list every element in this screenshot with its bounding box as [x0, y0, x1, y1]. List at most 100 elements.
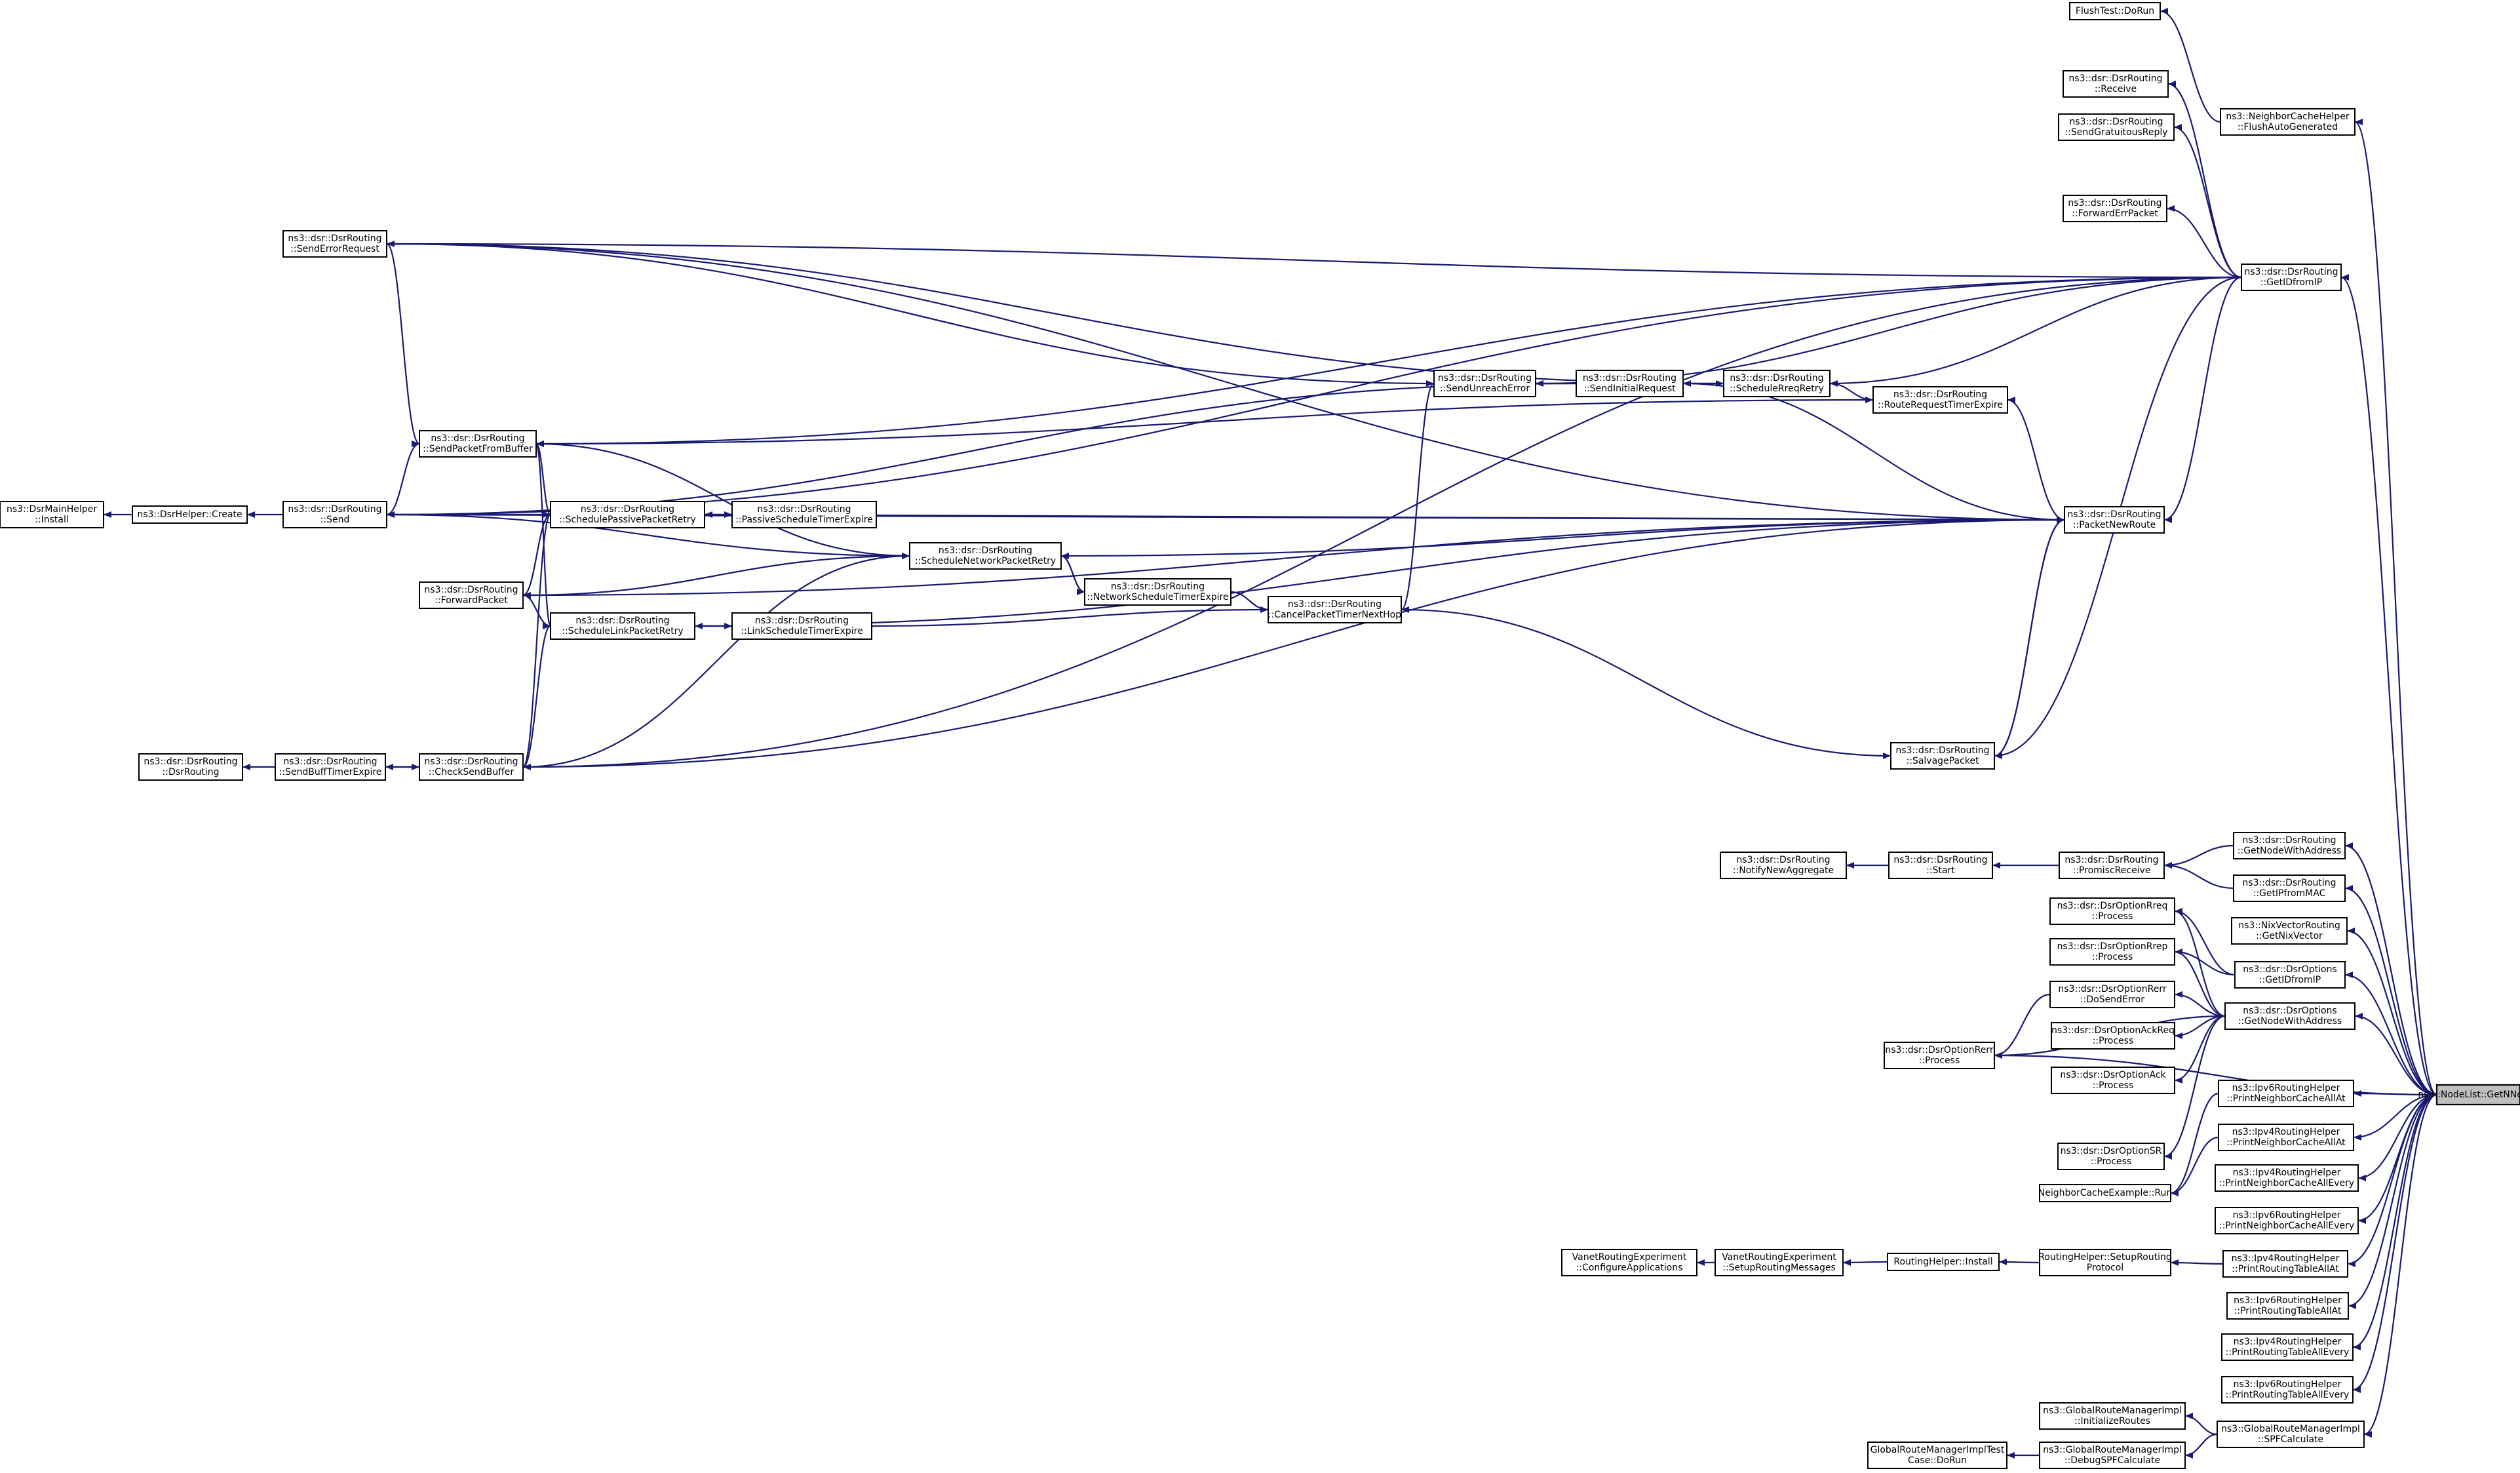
- node-label: NeighborCacheExample::Run: [2038, 1188, 2173, 1198]
- node-label: ::GetNixVector: [2256, 931, 2323, 941]
- node-vanetconfig[interactable]: VanetRoutingExperiment::ConfigureApplica…: [1561, 1249, 1697, 1276]
- node-optrerrdosend[interactable]: ns3::dsr::DsrOptionRerr::DoSendError: [2049, 981, 2175, 1008]
- node-flushauto[interactable]: ns3::NeighborCacheHelper::FlushAutoGener…: [2220, 108, 2355, 136]
- node-optackreq[interactable]: ns3::dsr::DsrOptionAckReq::Process: [2051, 1022, 2175, 1050]
- node-box: [1723, 370, 1831, 397]
- node-getipfrommac[interactable]: ns3::dsr::DsrRouting::GetIPfromMAC: [2233, 874, 2346, 902]
- node-box: [2222, 1250, 2348, 1278]
- node-label: RoutingHelper::Install: [1893, 1257, 1992, 1267]
- node-networktimer[interactable]: ns3::dsr::DsrRouting::NetworkScheduleTim…: [1084, 578, 1231, 606]
- node-box: [2049, 897, 2175, 925]
- edge-routereqtimer-to-packetnewroute: [2007, 397, 2065, 521]
- edge-routinghelpersetup-to-ipv4tableat: [2170, 1259, 2224, 1267]
- node-schedulerreq[interactable]: ns3::dsr::DsrRouting::ScheduleRreqRetry: [1723, 370, 1831, 397]
- node-box: [2215, 1164, 2359, 1192]
- node-label: ns3::dsr::DsrRouting: [144, 756, 237, 767]
- node-ipv6tableat[interactable]: ns3::Ipv6RoutingHelper::PrintRoutingTabl…: [2226, 1292, 2349, 1320]
- node-sendpktbuf[interactable]: ns3::dsr::DsrRouting::SendPacketFromBuff…: [419, 430, 537, 458]
- node-ipv6neighevery[interactable]: ns3::Ipv6RoutingHelper::PrintNeighborCac…: [2215, 1207, 2359, 1234]
- node-label: ::GetIPfromMAC: [2253, 888, 2326, 899]
- node-box: [1720, 852, 1847, 879]
- node-neighexrun[interactable]: NeighborCacheExample::Run: [2038, 1184, 2173, 1202]
- node-ipv4tableat[interactable]: ns3::Ipv4RoutingHelper::PrintRoutingTabl…: [2222, 1250, 2348, 1278]
- node-ipv6tableevery[interactable]: ns3::Ipv6RoutingHelper::PrintRoutingTabl…: [2221, 1376, 2354, 1404]
- node-sendinitial[interactable]: ns3::dsr::DsrRouting::SendInitialRequest: [1576, 370, 1684, 397]
- node-optgetid[interactable]: ns3::dsr::DsrOptions::GetIDfromIP: [2234, 961, 2346, 989]
- node-label: FlushTest::DoRun: [2076, 6, 2154, 16]
- node-passivetimer[interactable]: ns3::dsr::DsrRouting::PassiveScheduleTim…: [731, 501, 877, 528]
- node-label: ::NotifyNewAggregate: [1733, 865, 1834, 876]
- node-optack[interactable]: ns3::dsr::DsrOptionAck::Process: [2051, 1067, 2175, 1094]
- node-linktimer[interactable]: ns3::dsr::DsrRouting::LinkScheduleTimerE…: [731, 612, 872, 640]
- node-ipv4tableevery[interactable]: ns3::Ipv4RoutingHelper::PrintRoutingTabl…: [2221, 1333, 2354, 1361]
- edge-flushtest-to-flushauto: [2160, 8, 2221, 123]
- edge-packetnewroute-to-schedpassive: [704, 513, 2065, 523]
- node-forwardpacket[interactable]: ns3::dsr::DsrRouting::ForwardPacket: [419, 581, 524, 609]
- node-ipv4neighat[interactable]: ns3::Ipv4RoutingHelper::PrintNeighborCac…: [2218, 1124, 2354, 1151]
- node-label: ::SendUnreachError: [1440, 383, 1530, 394]
- node-label: ns3::dsr::DsrRouting: [1438, 373, 1532, 383]
- node-optsr[interactable]: ns3::dsr::DsrOptionSR::Process: [2057, 1143, 2165, 1170]
- node-label: ::RouteRequestTimerExpire: [1878, 400, 2003, 410]
- node-ipv6neighat[interactable]: ns3::Ipv6RoutingHelper::PrintNeighborCac…: [2218, 1080, 2354, 1107]
- node-globalspf[interactable]: ns3::GlobalRouteManagerImpl::SPFCalculat…: [2217, 1421, 2365, 1448]
- node-optgetnode[interactable]: ns3::dsr::DsrOptions::GetNodeWithAddress: [2224, 1002, 2355, 1030]
- node-globalinit[interactable]: ns3::GlobalRouteManagerImpl::InitializeR…: [2039, 1402, 2186, 1430]
- node-flushtest[interactable]: FlushTest::DoRun: [2069, 2, 2161, 20]
- node-notifynewagg[interactable]: ns3::dsr::DsrRouting::NotifyNewAggregate: [1720, 852, 1847, 879]
- node-label: ns3::dsr::DsrOptionAck: [2060, 1070, 2166, 1080]
- node-box: [2215, 1207, 2359, 1234]
- node-schedlink[interactable]: ns3::dsr::DsrRouting::ScheduleLinkPacket…: [550, 612, 695, 640]
- node-sendbufftimer[interactable]: ns3::dsr::DsrRouting::SendBuffTimerExpir…: [275, 753, 386, 781]
- node-packetnewroute[interactable]: ns3::dsr::DsrRouting::PacketNewRoute: [2064, 506, 2165, 534]
- edge-flushauto-to-getnnodes: [2354, 119, 2437, 1096]
- node-senderrorreq[interactable]: ns3::dsr::DsrRouting::SendErrorRequest: [282, 230, 387, 258]
- node-sendunreach[interactable]: ns3::dsr::DsrRouting::SendUnreachError: [1433, 370, 1536, 397]
- node-schedpassive[interactable]: ns3::dsr::DsrRouting::SchedulePassivePac…: [550, 501, 705, 528]
- node-box: [282, 230, 387, 258]
- node-box: [1433, 370, 1536, 397]
- node-sendgrat[interactable]: ns3::dsr::DsrRouting::SendGratuitousRepl…: [2058, 113, 2175, 141]
- node-label: ::PrintRoutingTableAllEvery: [2226, 1347, 2350, 1358]
- node-label: VanetRoutingExperiment: [1722, 1252, 1836, 1263]
- node-send[interactable]: ns3::dsr::DsrRouting::Send: [282, 501, 387, 528]
- node-label: ns3::dsr::DsrRouting: [2067, 509, 2161, 520]
- node-nixgetnix[interactable]: ns3::NixVectorRouting::GetNixVector: [2231, 917, 2348, 945]
- node-schednetwork[interactable]: ns3::dsr::DsrRouting::ScheduleNetworkPac…: [909, 542, 1062, 570]
- node-getnodewithaddr_r[interactable]: ns3::dsr::DsrRouting::GetNodeWithAddress: [2233, 832, 2346, 859]
- node-globaldebug[interactable]: ns3::GlobalRouteManagerImpl::DebugSPFCal…: [2039, 1442, 2186, 1469]
- node-checksend[interactable]: ns3::dsr::DsrRouting::CheckSendBuffer: [419, 753, 524, 781]
- node-dsrmainhelper[interactable]: ns3::DsrMainHelper::Install: [0, 501, 104, 528]
- node-start[interactable]: ns3::dsr::DsrRouting::Start: [1888, 852, 1993, 879]
- node-vanetsetup[interactable]: VanetRoutingExperiment::SetupRoutingMess…: [1715, 1249, 1844, 1276]
- node-receive[interactable]: ns3::dsr::DsrRouting::Receive: [2063, 70, 2169, 98]
- node-routinghelperinstall[interactable]: RoutingHelper::Install: [1887, 1253, 2000, 1271]
- node-forwarderr[interactable]: ns3::dsr::DsrRouting::ForwardErrPacket: [2063, 195, 2167, 222]
- node-label: ns3::dsr::DsrRouting: [1288, 599, 1382, 610]
- node-routereqtimer[interactable]: ns3::dsr::DsrRouting::RouteRequestTimerE…: [1872, 386, 2008, 414]
- node-label: ns3::dsr::DsrRouting: [757, 504, 851, 515]
- node-dsrrouting[interactable]: ns3::dsr::DsrRouting::DsrRouting: [138, 753, 243, 781]
- edge-globaldebug-to-globalspf: [2184, 1433, 2218, 1459]
- node-ipv4neighevery[interactable]: ns3::Ipv4RoutingHelper::PrintNeighborCac…: [2215, 1164, 2359, 1192]
- edge-packetnewroute-to-salvage: [1994, 517, 2065, 757]
- node-salvage[interactable]: ns3::dsr::DsrRouting::SalvagePacket: [1890, 742, 1995, 770]
- node-label: ns3::DsrMainHelper: [7, 504, 97, 515]
- node-getidfromip[interactable]: ns3::dsr::DsrRouting::GetIDfromIP: [2241, 264, 2342, 291]
- node-optrreq[interactable]: ns3::dsr::DsrOptionRreq::Process: [2049, 897, 2175, 925]
- node-cancelpkt[interactable]: ns3::dsr::DsrRouting::CancelPacketTimerN…: [1268, 596, 1402, 623]
- node-getnnodes[interactable]: ns3::NodeList::GetNNodes: [2418, 1084, 2520, 1106]
- node-box: [132, 505, 248, 524]
- node-promisc[interactable]: ns3::dsr::DsrRouting::PromiscReceive: [2059, 852, 2165, 879]
- node-label: ns3::NodeList::GetNNodes: [2418, 1090, 2520, 1100]
- node-dsrhelpercreate[interactable]: ns3::DsrHelper::Create: [132, 505, 248, 524]
- node-box: [2217, 1421, 2365, 1448]
- node-optrerrproc[interactable]: ns3::dsr::DsrOptionRerr::Process: [1884, 1042, 1995, 1069]
- node-box: [2221, 1333, 2354, 1361]
- node-label: ::GetIDfromIP: [2259, 975, 2321, 985]
- node-optrrep[interactable]: ns3::dsr::DsrOptionRrep::Process: [2049, 938, 2175, 966]
- node-box: [2059, 852, 2165, 879]
